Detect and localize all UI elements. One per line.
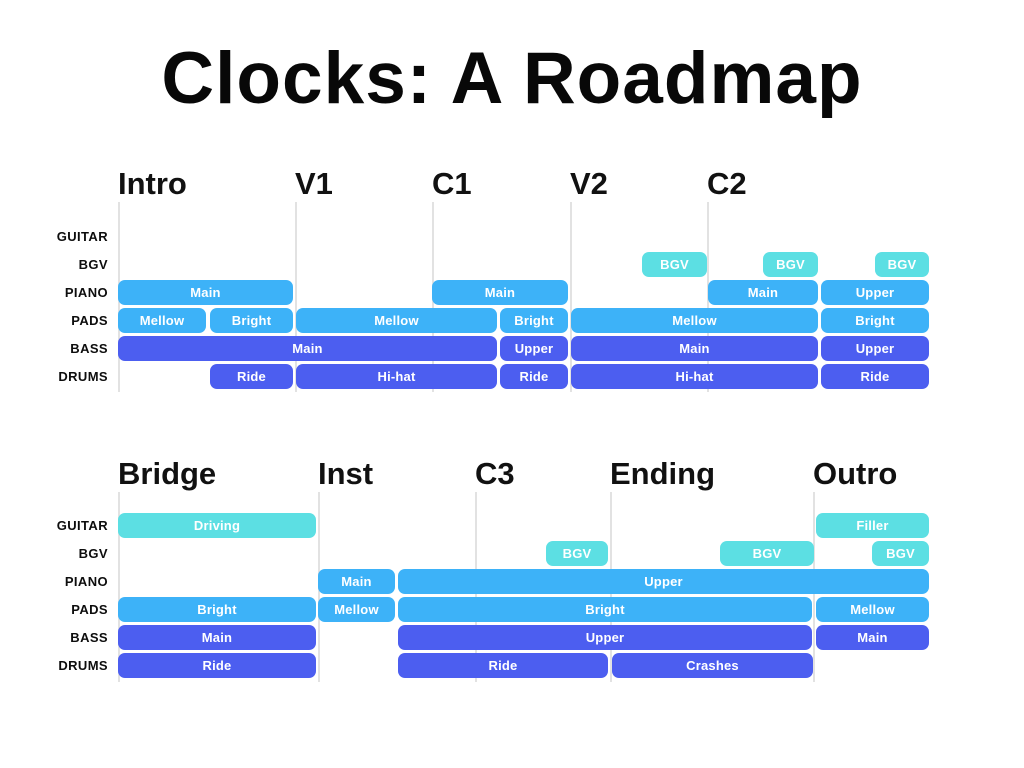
section-gridline-v2	[570, 202, 572, 392]
track-label-bass: BASS	[70, 341, 108, 356]
bar-piano-upper: Upper	[821, 280, 929, 305]
track-label-drums: DRUMS	[58, 658, 108, 673]
bar-pads-bright: Bright	[210, 308, 293, 333]
bar-bass-upper: Upper	[398, 625, 812, 650]
bar-bass-main: Main	[571, 336, 818, 361]
bar-guitar-filler: Filler	[816, 513, 929, 538]
bar-pads-bright: Bright	[118, 597, 316, 622]
bar-piano-main: Main	[708, 280, 818, 305]
bar-pads-bright: Bright	[821, 308, 929, 333]
bar-guitar-driving: Driving	[118, 513, 316, 538]
page-title: Clocks: A Roadmap	[161, 38, 863, 119]
bar-pads-mellow: Mellow	[571, 308, 818, 333]
bar-drums-ride: Ride	[500, 364, 568, 389]
bar-drums-hi-hat: Hi-hat	[296, 364, 497, 389]
track-label-piano: PIANO	[64, 285, 108, 300]
bar-piano-main: Main	[318, 569, 395, 594]
bar-pads-bright: Bright	[398, 597, 812, 622]
bar-drums-crashes: Crashes	[612, 653, 813, 678]
bar-drums-ride: Ride	[118, 653, 316, 678]
bar-pads-mellow: Mellow	[118, 308, 206, 333]
section-header-intro: Intro	[118, 166, 187, 201]
bar-drums-ride: Ride	[210, 364, 293, 389]
bar-drums-ride: Ride	[398, 653, 608, 678]
bar-bgv-bgv: BGV	[872, 541, 929, 566]
bar-piano-main: Main	[118, 280, 293, 305]
section-header-inst: Inst	[318, 456, 374, 491]
section-header-bridge: Bridge	[118, 456, 217, 491]
track-label-guitar: GUITAR	[56, 518, 108, 533]
bar-bass-upper: Upper	[821, 336, 929, 361]
track-label-guitar: GUITAR	[56, 229, 108, 244]
track-label-bass: BASS	[70, 630, 108, 645]
bar-piano-upper: Upper	[398, 569, 929, 594]
bar-bass-upper: Upper	[500, 336, 568, 361]
section-gridline-v1	[295, 202, 297, 392]
track-label-pads: PADS	[71, 602, 108, 617]
track-label-piano: PIANO	[64, 574, 108, 589]
bar-bass-main: Main	[118, 625, 316, 650]
bar-piano-main: Main	[432, 280, 568, 305]
bar-pads-mellow: Mellow	[816, 597, 929, 622]
bar-pads-bright: Bright	[500, 308, 568, 333]
bar-pads-mellow: Mellow	[296, 308, 497, 333]
section-gridline-bridge	[118, 492, 120, 682]
section-header-ending: Ending	[610, 456, 716, 491]
section-header-c2: C2	[707, 166, 747, 201]
bar-pads-mellow: Mellow	[318, 597, 395, 622]
bar-bass-main: Main	[118, 336, 497, 361]
track-label-pads: PADS	[71, 313, 108, 328]
section-header-v1: V1	[295, 166, 333, 201]
bar-bgv-bgv: BGV	[546, 541, 608, 566]
bar-bgv-bgv: BGV	[763, 252, 818, 277]
section-header-c3: C3	[475, 456, 515, 491]
track-label-bgv: BGV	[78, 257, 108, 272]
track-label-drums: DRUMS	[58, 369, 108, 384]
section-header-v2: V2	[570, 166, 608, 201]
section-header-outro: Outro	[813, 456, 898, 491]
track-label-bgv: BGV	[78, 546, 108, 561]
bar-bgv-bgv: BGV	[642, 252, 707, 277]
bar-bgv-bgv: BGV	[875, 252, 929, 277]
bar-drums-ride: Ride	[821, 364, 929, 389]
section-header-c1: C1	[432, 166, 472, 201]
bar-drums-hi-hat: Hi-hat	[571, 364, 818, 389]
bar-bgv-bgv: BGV	[720, 541, 814, 566]
bar-bass-main: Main	[816, 625, 929, 650]
